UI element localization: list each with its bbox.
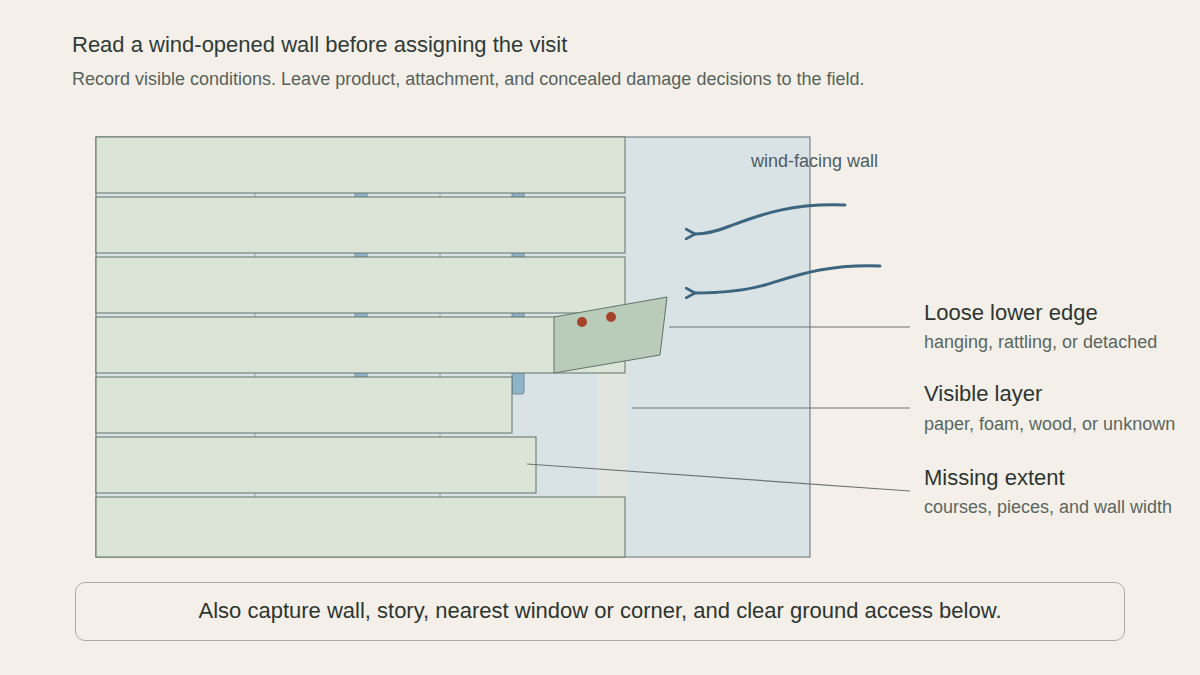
nails [577, 312, 616, 327]
title: Read a wind-opened wall before assigning… [72, 32, 567, 58]
callout-heading: Loose lower edge [924, 300, 1098, 326]
wall-panel [96, 137, 810, 557]
siding-boards [96, 137, 625, 557]
note-text: Also capture wall, story, nearest window… [199, 598, 1002, 624]
callout-body: paper, foam, wood, or unknown [924, 414, 1175, 436]
callout-heading: Missing extent [924, 465, 1065, 491]
loose-board [554, 297, 667, 373]
note-box: Also capture wall, story, nearest window… [75, 582, 1125, 641]
callout-body: courses, pieces, and wall width [924, 497, 1172, 519]
subtitle: Record visible conditions. Leave product… [72, 69, 864, 91]
callout-body: hanging, rattling, or detached [924, 332, 1157, 354]
wall-label: wind-facing wall [751, 151, 878, 173]
leader-lines [527, 327, 910, 491]
callout-heading: Visible layer [924, 381, 1042, 407]
wind-arrows [695, 205, 880, 293]
